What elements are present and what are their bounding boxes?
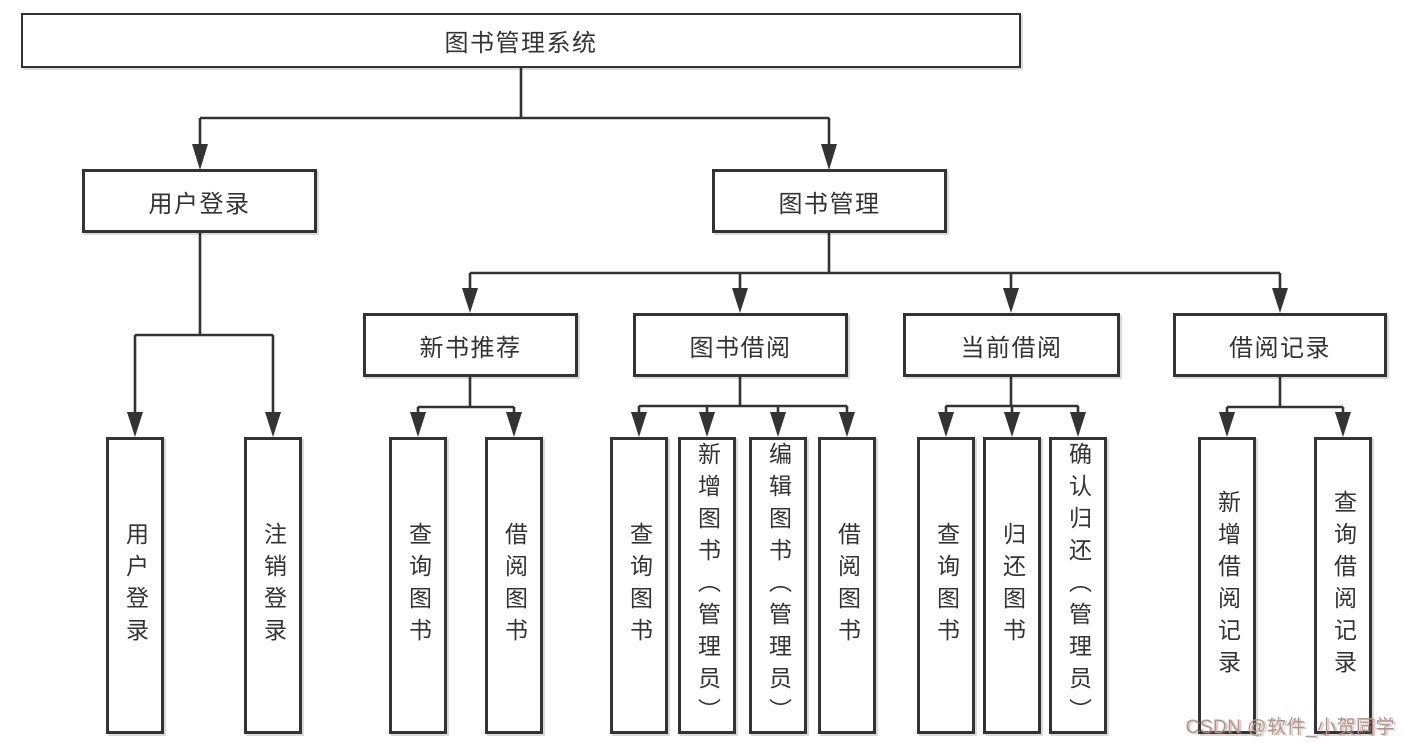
node-leaf-query-borrow-record: 查询借阅记录 xyxy=(1314,437,1372,734)
arrow-down-icon xyxy=(1219,412,1235,437)
node-leaf-borrow-books-1: 借阅图书 xyxy=(485,437,543,734)
node-leaf-logout: 注销登录 xyxy=(244,437,302,734)
arrow-down-icon xyxy=(410,412,426,437)
arrow-down-icon xyxy=(821,144,837,170)
node-leaf-add-books-admin: 新增图书（管理员） xyxy=(678,437,736,734)
arrow-down-icon xyxy=(265,412,281,437)
node-current-borrowing: 当前借阅 xyxy=(903,313,1120,377)
node-user-login: 用户登录 xyxy=(82,169,317,233)
csdn-watermark: CSDN @软件_小贺同学 xyxy=(1185,717,1395,738)
arrow-down-icon xyxy=(1003,288,1019,313)
arrow-down-icon xyxy=(732,288,748,313)
node-leaf-confirm-return-admin: 确认归还（管理员） xyxy=(1049,437,1107,734)
connector-root-to-level2 xyxy=(198,68,831,150)
arrow-down-icon xyxy=(506,412,522,437)
arrow-down-icon xyxy=(127,412,143,437)
connector-book-borrow-to-children xyxy=(637,377,849,420)
connector-book-mgmt-to-level3 xyxy=(468,233,1282,294)
arrow-down-icon xyxy=(462,288,478,313)
arrow-down-icon xyxy=(770,412,786,437)
node-leaf-user-login: 用户登录 xyxy=(106,437,164,734)
arrow-down-icon xyxy=(1070,412,1086,437)
arrow-down-icon xyxy=(631,412,647,437)
arrow-down-icon xyxy=(1272,288,1288,313)
node-leaf-query-books-2: 查询图书 xyxy=(610,437,668,734)
arrow-down-icon xyxy=(1335,412,1351,437)
node-book-management: 图书管理 xyxy=(712,169,947,233)
node-library-system: 图书管理系统 xyxy=(21,13,1021,68)
node-new-book-recommend: 新书推荐 xyxy=(363,313,578,377)
node-leaf-return-books: 归还图书 xyxy=(983,437,1041,734)
connector-user-login-to-children xyxy=(133,233,275,418)
connector-records-to-children xyxy=(1225,377,1345,420)
arrow-down-icon xyxy=(839,412,855,437)
arrow-down-icon xyxy=(938,412,954,437)
arrow-down-icon xyxy=(699,412,715,437)
node-leaf-add-borrow-record: 新增借阅记录 xyxy=(1198,437,1256,734)
node-leaf-query-books-1: 查询图书 xyxy=(389,437,447,734)
node-leaf-borrow-books-2: 借阅图书 xyxy=(818,437,876,734)
node-book-borrowing: 图书借阅 xyxy=(633,313,848,377)
arrowhead-group xyxy=(127,144,1351,437)
node-leaf-edit-books-admin: 编辑图书（管理员） xyxy=(749,437,807,734)
arrow-down-icon xyxy=(1004,412,1020,437)
node-borrow-records: 借阅记录 xyxy=(1173,313,1387,377)
connector-new-books-to-children xyxy=(416,377,516,420)
node-leaf-query-books-3: 查询图书 xyxy=(917,437,975,734)
arrow-down-icon xyxy=(192,144,208,170)
connector-line-group xyxy=(133,68,1345,420)
